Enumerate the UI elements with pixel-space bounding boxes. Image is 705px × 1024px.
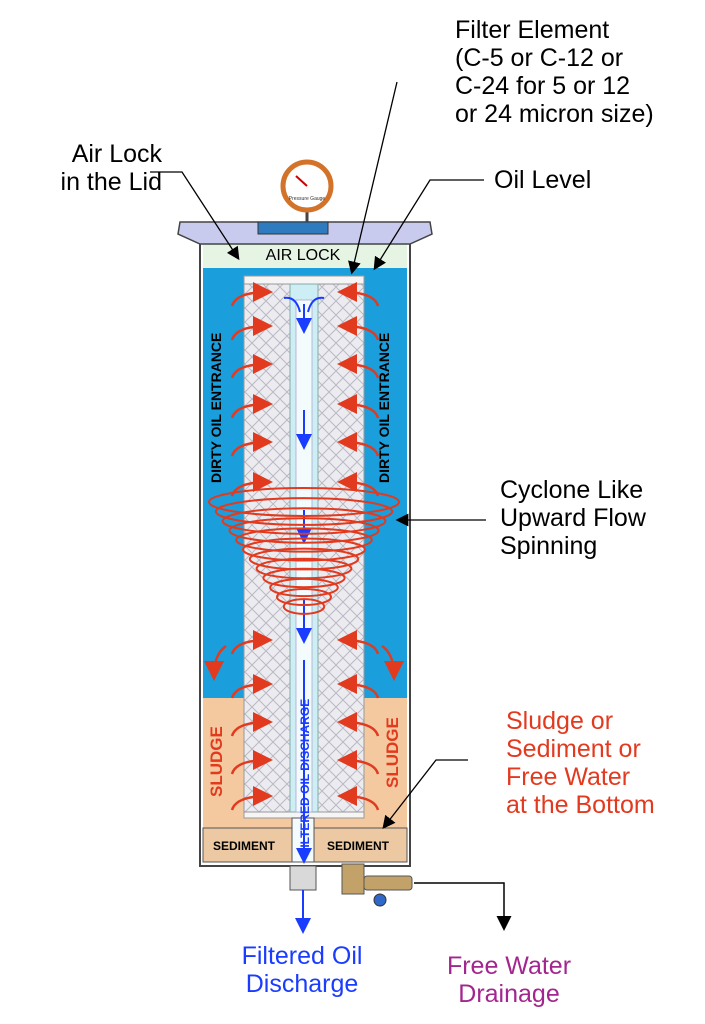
inflow-arrow-left (230, 394, 273, 419)
gauge-label: Pressure Gauge (289, 196, 326, 202)
air-lock-text: AIR LOCK (266, 247, 341, 264)
cyclone-ring (221, 507, 387, 535)
inflow-arrow-left (230, 712, 273, 737)
filter-cap-top (243, 275, 365, 285)
inflow-arrow-right (337, 712, 380, 737)
cyclone-ring (282, 598, 326, 615)
lid-valve (257, 221, 329, 235)
inflow-arrow-right (337, 630, 380, 655)
inflow-arrow-right (337, 316, 380, 341)
downflow-arrow (381, 644, 404, 681)
sludge-left: SLUDGE (207, 726, 226, 797)
sediment-right: SEDIMENT (327, 839, 390, 853)
cyclone-label: Cyclone Like Upward Flow Spinning (500, 476, 646, 560)
inflow-arrow-right (337, 674, 380, 699)
inflow-arrow-right (337, 432, 380, 457)
inflow-arrow-right (337, 282, 380, 307)
cyclone-ring (228, 517, 380, 544)
cyclone-ring (235, 527, 373, 553)
inflow-arrow-left (230, 472, 273, 497)
drain-valve (363, 875, 413, 891)
cyclone-ring (242, 537, 366, 562)
cyclone-ring (262, 567, 346, 589)
dirty-oil-entrance-right: DIRTY OIL ENTRANCE (376, 333, 392, 483)
inflow-arrow-right (337, 354, 380, 379)
free-water-arrow (414, 882, 512, 931)
sludge-right: SLUDGE (383, 717, 402, 788)
inflow-arrow-left (230, 316, 273, 341)
drain-fitting (341, 863, 365, 895)
cyclone-ring (269, 577, 339, 598)
inflow-arrow-left (230, 432, 273, 457)
inflow-arrow-left (230, 750, 273, 775)
inflow-arrow-left (230, 786, 273, 811)
inflow-arrow-left (230, 354, 273, 379)
filtered-oil-discharge-inner: FILTERED OIL DISCHARGE (298, 699, 312, 855)
air-lock-lid-label: Air Lock in the Lid (60, 140, 162, 196)
discharge-fitting (289, 865, 317, 891)
sludge-note-label: Sludge or Sediment or Free Water at the … (506, 707, 655, 819)
cyclone-spiral (208, 487, 400, 615)
leader-lines (150, 81, 486, 830)
cyclone-ring (214, 497, 394, 526)
cyclone-ring (276, 588, 332, 606)
inflow-arrow-left (230, 674, 273, 699)
inflow-arrow-right (337, 786, 380, 811)
drain-valve-handle-icon (373, 893, 387, 907)
free-water-drainage-label: Free Water Drainage (446, 952, 572, 1008)
inflow-arrow-right (337, 394, 380, 419)
sediment-left: SEDIMENT (213, 839, 276, 853)
filtered-oil-discharge-label: Filtered Oil Discharge (241, 942, 363, 998)
inflow-arrow-left (230, 282, 273, 307)
downflow-arrow (204, 644, 227, 681)
inflow-arrow-left (230, 630, 273, 655)
oil-level-label: Oil Level (494, 166, 592, 194)
filter-element-label: Filter Element (C-5 or C-12 or C-24 for … (455, 16, 654, 128)
dirty-oil-entrance-left: DIRTY OIL ENTRANCE (208, 333, 224, 483)
inflow-arrow-right (337, 750, 380, 775)
cyclone-ring (208, 487, 400, 517)
dirty-oil-flow-arrows (204, 282, 404, 811)
